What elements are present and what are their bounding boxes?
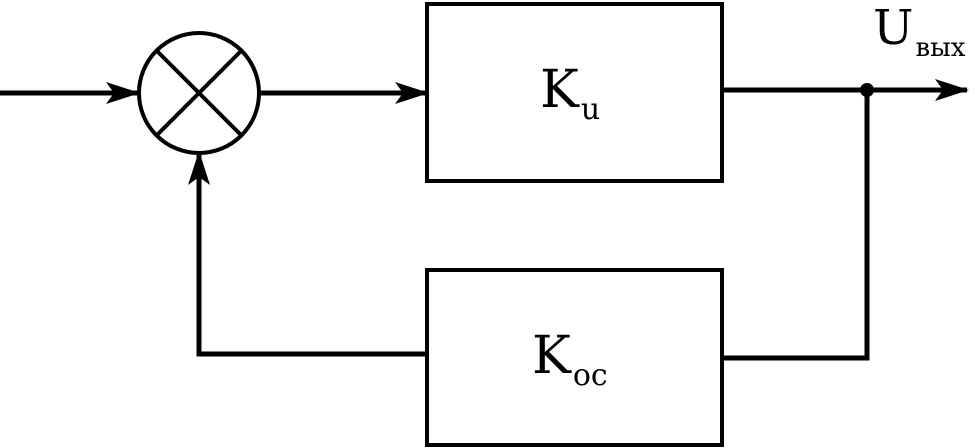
feedback-block-label-main: K — [532, 326, 571, 386]
output-label: Uвых — [873, 4, 965, 61]
feedback-return-line — [722, 90, 870, 361]
forward-block-label: Ku — [540, 64, 600, 125]
output-label-main: U — [873, 0, 914, 56]
feedback-block-label-sub: oc — [572, 358, 608, 393]
feedback-block-label: Koc — [532, 330, 608, 391]
forward-block — [425, 2, 724, 183]
feedback-to-junction-line — [188, 151, 427, 357]
forward-block-label-sub: u — [580, 92, 601, 127]
output-label-sub: вых — [915, 33, 966, 63]
summing-junction — [137, 31, 261, 155]
forward-block-label-main: K — [540, 60, 579, 120]
feedback-block — [425, 268, 724, 447]
